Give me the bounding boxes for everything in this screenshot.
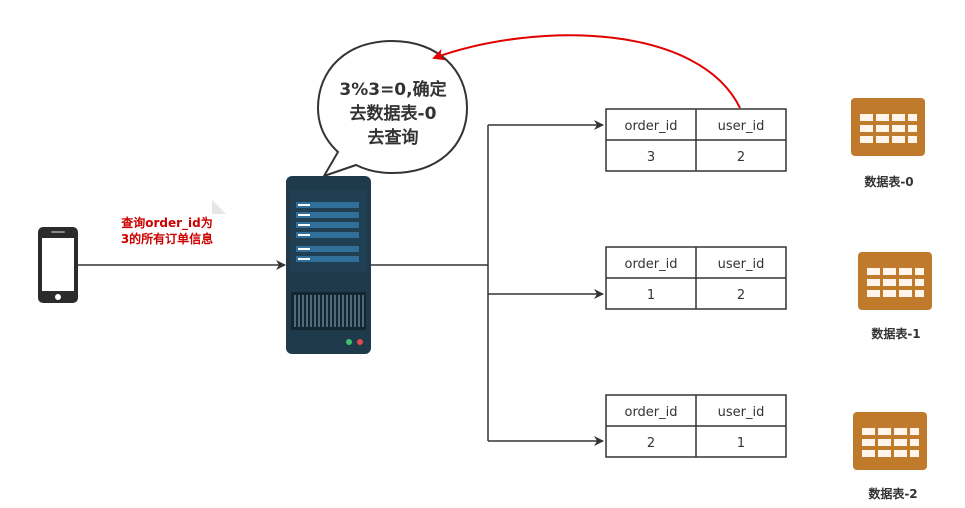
bubble-text-line1: 3%3=0,确定 xyxy=(339,79,446,100)
table-header-user-id: user_id xyxy=(718,405,765,420)
db-label-1: 数据表-1 xyxy=(871,326,920,341)
shard-table-0: order_id user_id 3 2 xyxy=(605,108,787,172)
speech-bubble xyxy=(316,39,469,178)
table-icon xyxy=(853,412,927,470)
table-cell-user-id: 2 xyxy=(737,288,745,303)
db-label-2: 数据表-2 xyxy=(868,486,917,501)
db-label-0: 数据表-0 xyxy=(864,174,913,189)
table-cell-order-id: 1 xyxy=(647,288,655,303)
table-cell-order-id: 2 xyxy=(647,436,655,451)
request-label-line2: 3的所有订单信息 xyxy=(121,231,213,246)
table-header-user-id: user_id xyxy=(718,257,765,272)
table-header-user-id: user_id xyxy=(718,119,765,134)
highlight-arrow xyxy=(432,34,741,109)
server-icon xyxy=(286,176,371,354)
bubble-text-line3: 去查询 xyxy=(368,127,419,148)
table-icon xyxy=(858,252,932,310)
table-icon xyxy=(851,98,925,156)
routing-connectors xyxy=(371,120,604,446)
shard-table-2: order_id user_id 2 1 xyxy=(605,394,787,458)
corner-triangle-icon xyxy=(212,200,226,214)
table-cell-user-id: 2 xyxy=(737,150,745,165)
table-header-order-id: order_id xyxy=(624,257,677,272)
request-label-line1: 查询order_id为 xyxy=(120,215,213,231)
table-cell-user-id: 1 xyxy=(737,436,745,451)
bubble-text-line2: 去数据表-0 xyxy=(350,103,437,124)
smartphone-icon xyxy=(38,227,78,303)
table-header-order-id: order_id xyxy=(624,119,677,134)
table-cell-order-id: 3 xyxy=(647,150,655,165)
table-header-order-id: order_id xyxy=(624,405,677,420)
shard-table-1: order_id user_id 1 2 xyxy=(605,246,787,310)
